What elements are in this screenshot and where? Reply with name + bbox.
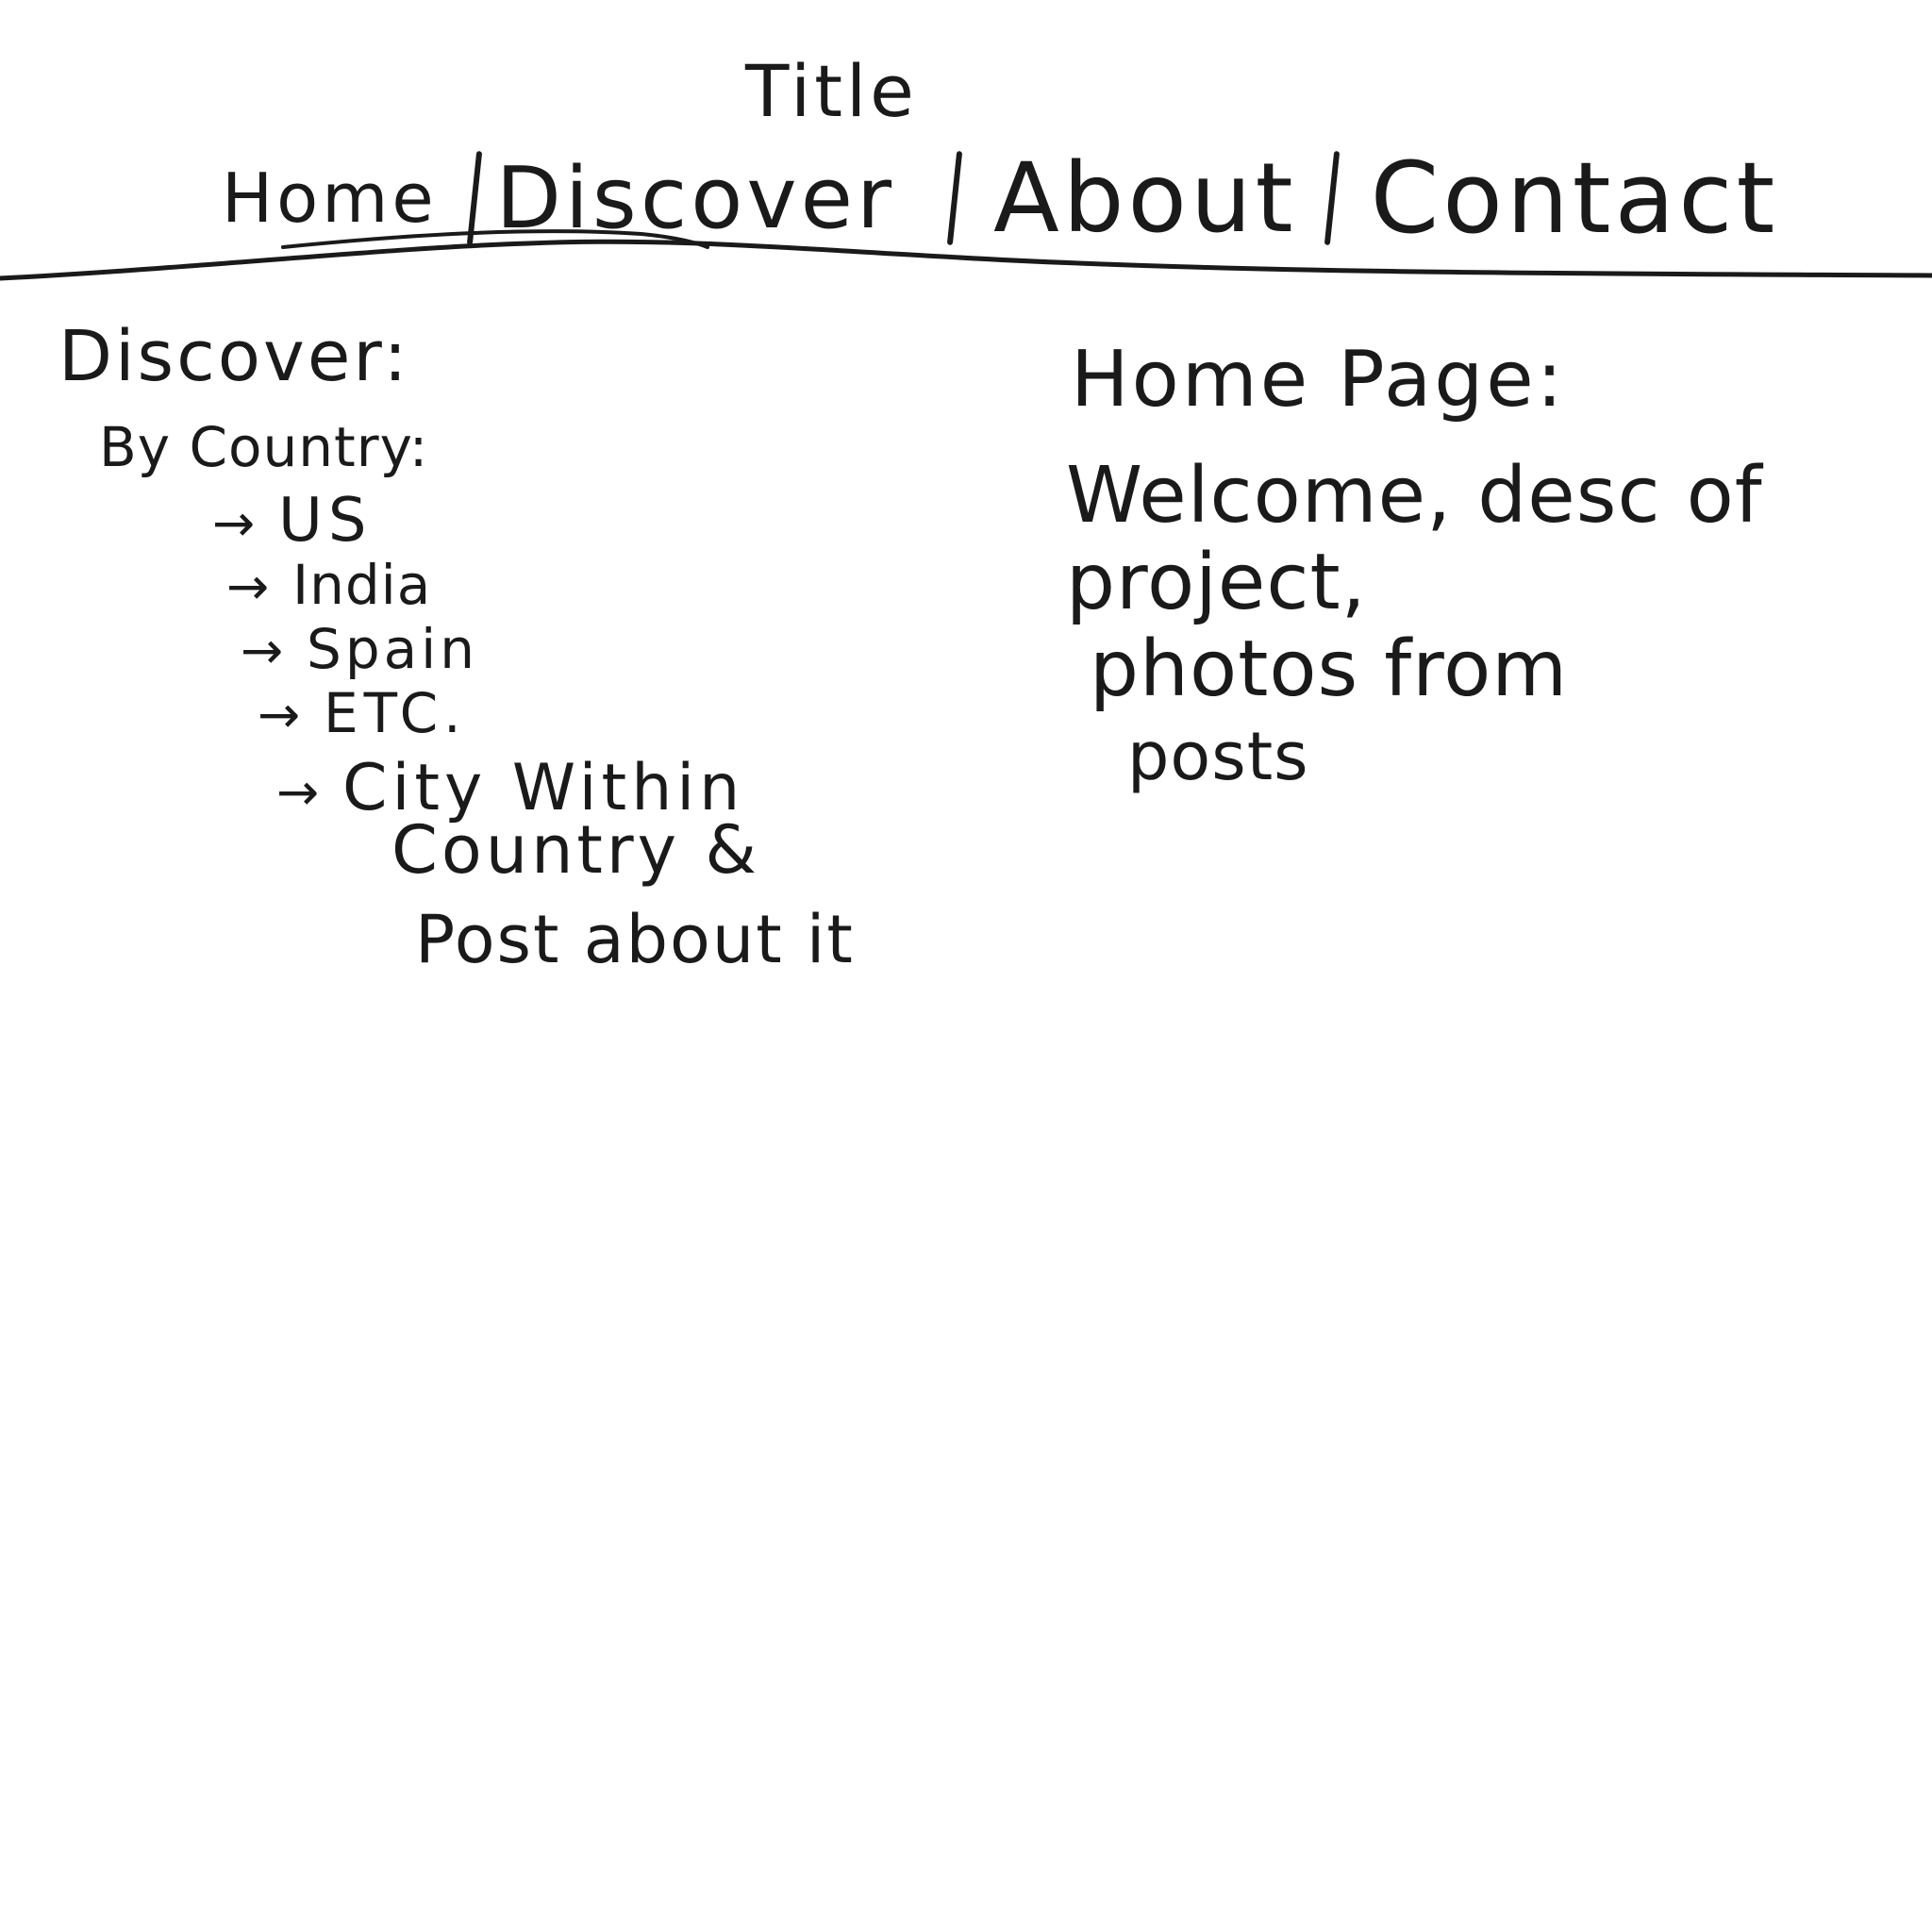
arrow-right-icon: →: [241, 621, 288, 680]
city-within-label: City Within: [342, 751, 745, 825]
country-spain: Spain: [307, 617, 479, 681]
country-india: India: [292, 553, 432, 617]
country-etc: ETC.: [324, 681, 467, 745]
list-item[interactable]: → US: [212, 489, 744, 553]
city-note-line-1: Country &: [391, 811, 760, 889]
nav-link-about[interactable]: About: [993, 142, 1297, 255]
nav-link-home[interactable]: Home: [222, 158, 438, 238]
list-item[interactable]: → City Within: [276, 745, 744, 832]
nav-bar: Home Discover About Contact: [212, 132, 1788, 264]
discover-heading: Discover:: [58, 316, 410, 397]
arrow-right-icon: →: [276, 762, 325, 822]
country-us: US: [278, 486, 373, 556]
by-country-subheading: By Country:: [99, 415, 429, 479]
list-item[interactable]: → India: [226, 553, 744, 617]
list-item[interactable]: → Spain: [241, 617, 744, 681]
description-line: photos from: [1090, 625, 1569, 714]
city-note-line-2: Post about it: [415, 901, 855, 978]
home-page-description: Welcome, desc of project, photos from po…: [1066, 453, 1896, 800]
arrow-right-icon: →: [212, 493, 261, 553]
arrow-right-icon: →: [226, 557, 271, 616]
active-nav-underline: [281, 229, 709, 249]
description-line: posts: [1127, 718, 1309, 795]
arrow-right-icon: →: [258, 685, 307, 744]
nav-link-contact[interactable]: Contact: [1370, 141, 1779, 256]
home-page-heading: Home Page:: [1071, 335, 1566, 425]
list-item[interactable]: → ETC.: [258, 681, 744, 745]
description-line: project,: [1066, 538, 1367, 627]
country-list: →US →India →Spain →ETC. →City Within: [212, 489, 744, 832]
divider-line: [0, 239, 1932, 281]
description-line: Welcome, desc of: [1066, 451, 1763, 541]
page-title: Title: [745, 49, 918, 133]
